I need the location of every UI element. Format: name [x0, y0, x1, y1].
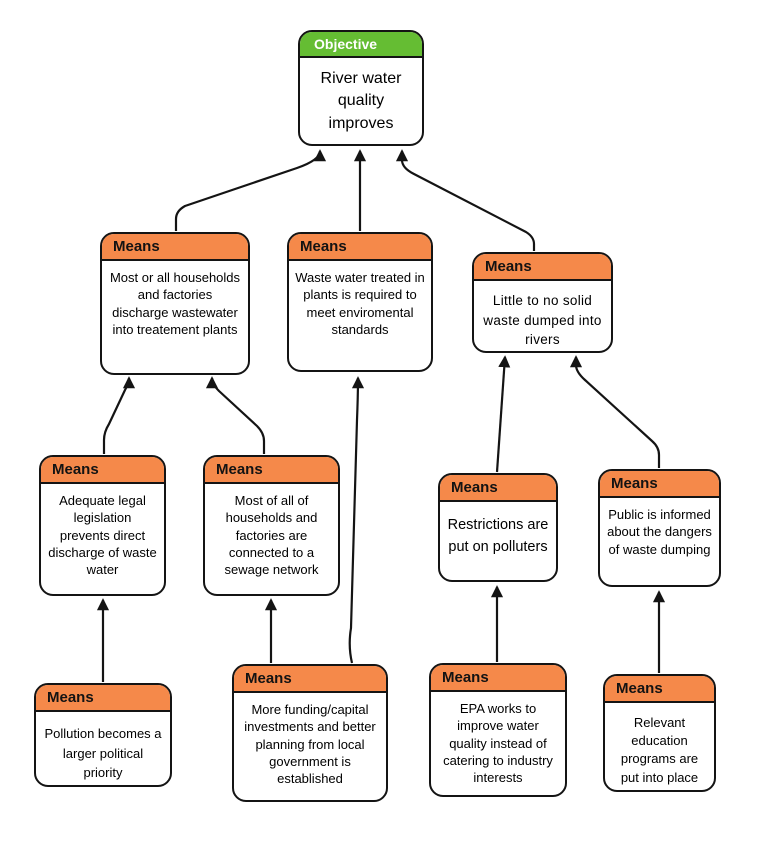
means-header: Means: [431, 665, 565, 692]
edge-m1-objective: [174, 149, 327, 231]
means-text: Adequate legal legislation prevents dire…: [48, 493, 157, 578]
means-text: Most or all households and factories dis…: [109, 270, 241, 337]
edge-m4-m1: [102, 376, 136, 454]
node-means-treated-water-standards: Means Waste water treated in plants is r…: [287, 232, 433, 372]
node-means-discharge-to-plants: Means Most or all households and factori…: [100, 232, 250, 375]
node-means-political-priority: Means Pollution becomes a larger politic…: [34, 683, 172, 787]
means-text: EPA works to improve water quality inste…: [443, 701, 553, 786]
means-header: Means: [36, 685, 170, 712]
node-objective-text: River water quality improves: [320, 70, 402, 132]
node-means-no-solid-waste: Means Little to no solid waste dumped in…: [472, 252, 613, 353]
means-header: Means: [41, 457, 164, 484]
means-text: Restrictions are put on polluters: [447, 517, 549, 556]
means-header: Means: [102, 234, 248, 261]
edge-m3-objective: [395, 149, 536, 251]
means-header: Means: [605, 676, 714, 703]
means-text: Public is informed about the dangers of …: [607, 507, 712, 557]
means-header: Means: [440, 475, 556, 502]
means-text: Relevant education programs are put into…: [620, 715, 699, 785]
node-objective-header: Objective: [300, 32, 422, 58]
means-header: Means: [289, 234, 431, 261]
node-means-epa-works: Means EPA works to improve water quality…: [429, 663, 567, 797]
means-text: Pollution becomes a larger political pri…: [44, 726, 162, 780]
edge-m9-m2: [348, 376, 365, 664]
edge-m6-m3: [495, 355, 511, 473]
means-header: Means: [205, 457, 338, 484]
node-objective: Objective River water quality improves: [298, 30, 424, 146]
node-means-education-programs: Means Relevant education programs are pu…: [603, 674, 716, 792]
means-text: More funding/capital investments and bet…: [244, 702, 376, 787]
means-header: Means: [474, 254, 611, 281]
node-means-public-informed: Means Public is informed about the dange…: [598, 469, 721, 587]
node-means-legal-legislation: Means Adequate legal legislation prevent…: [39, 455, 166, 596]
edge-m5-m1: [205, 376, 266, 454]
edge-m7-m3: [569, 355, 661, 468]
means-text: Waste water treated in plants is require…: [295, 270, 425, 337]
means-header: Means: [600, 471, 719, 498]
means-header: Means: [234, 666, 386, 693]
means-text: Most of all of households and factories …: [224, 493, 319, 578]
node-means-sewage-network: Means Most of all of households and fact…: [203, 455, 340, 596]
node-means-funding-planning: Means More funding/capital investments a…: [232, 664, 388, 802]
means-text: Little to no solid waste dumped into riv…: [483, 293, 602, 348]
node-means-restrictions-polluters: Means Restrictions are put on polluters: [438, 473, 558, 582]
